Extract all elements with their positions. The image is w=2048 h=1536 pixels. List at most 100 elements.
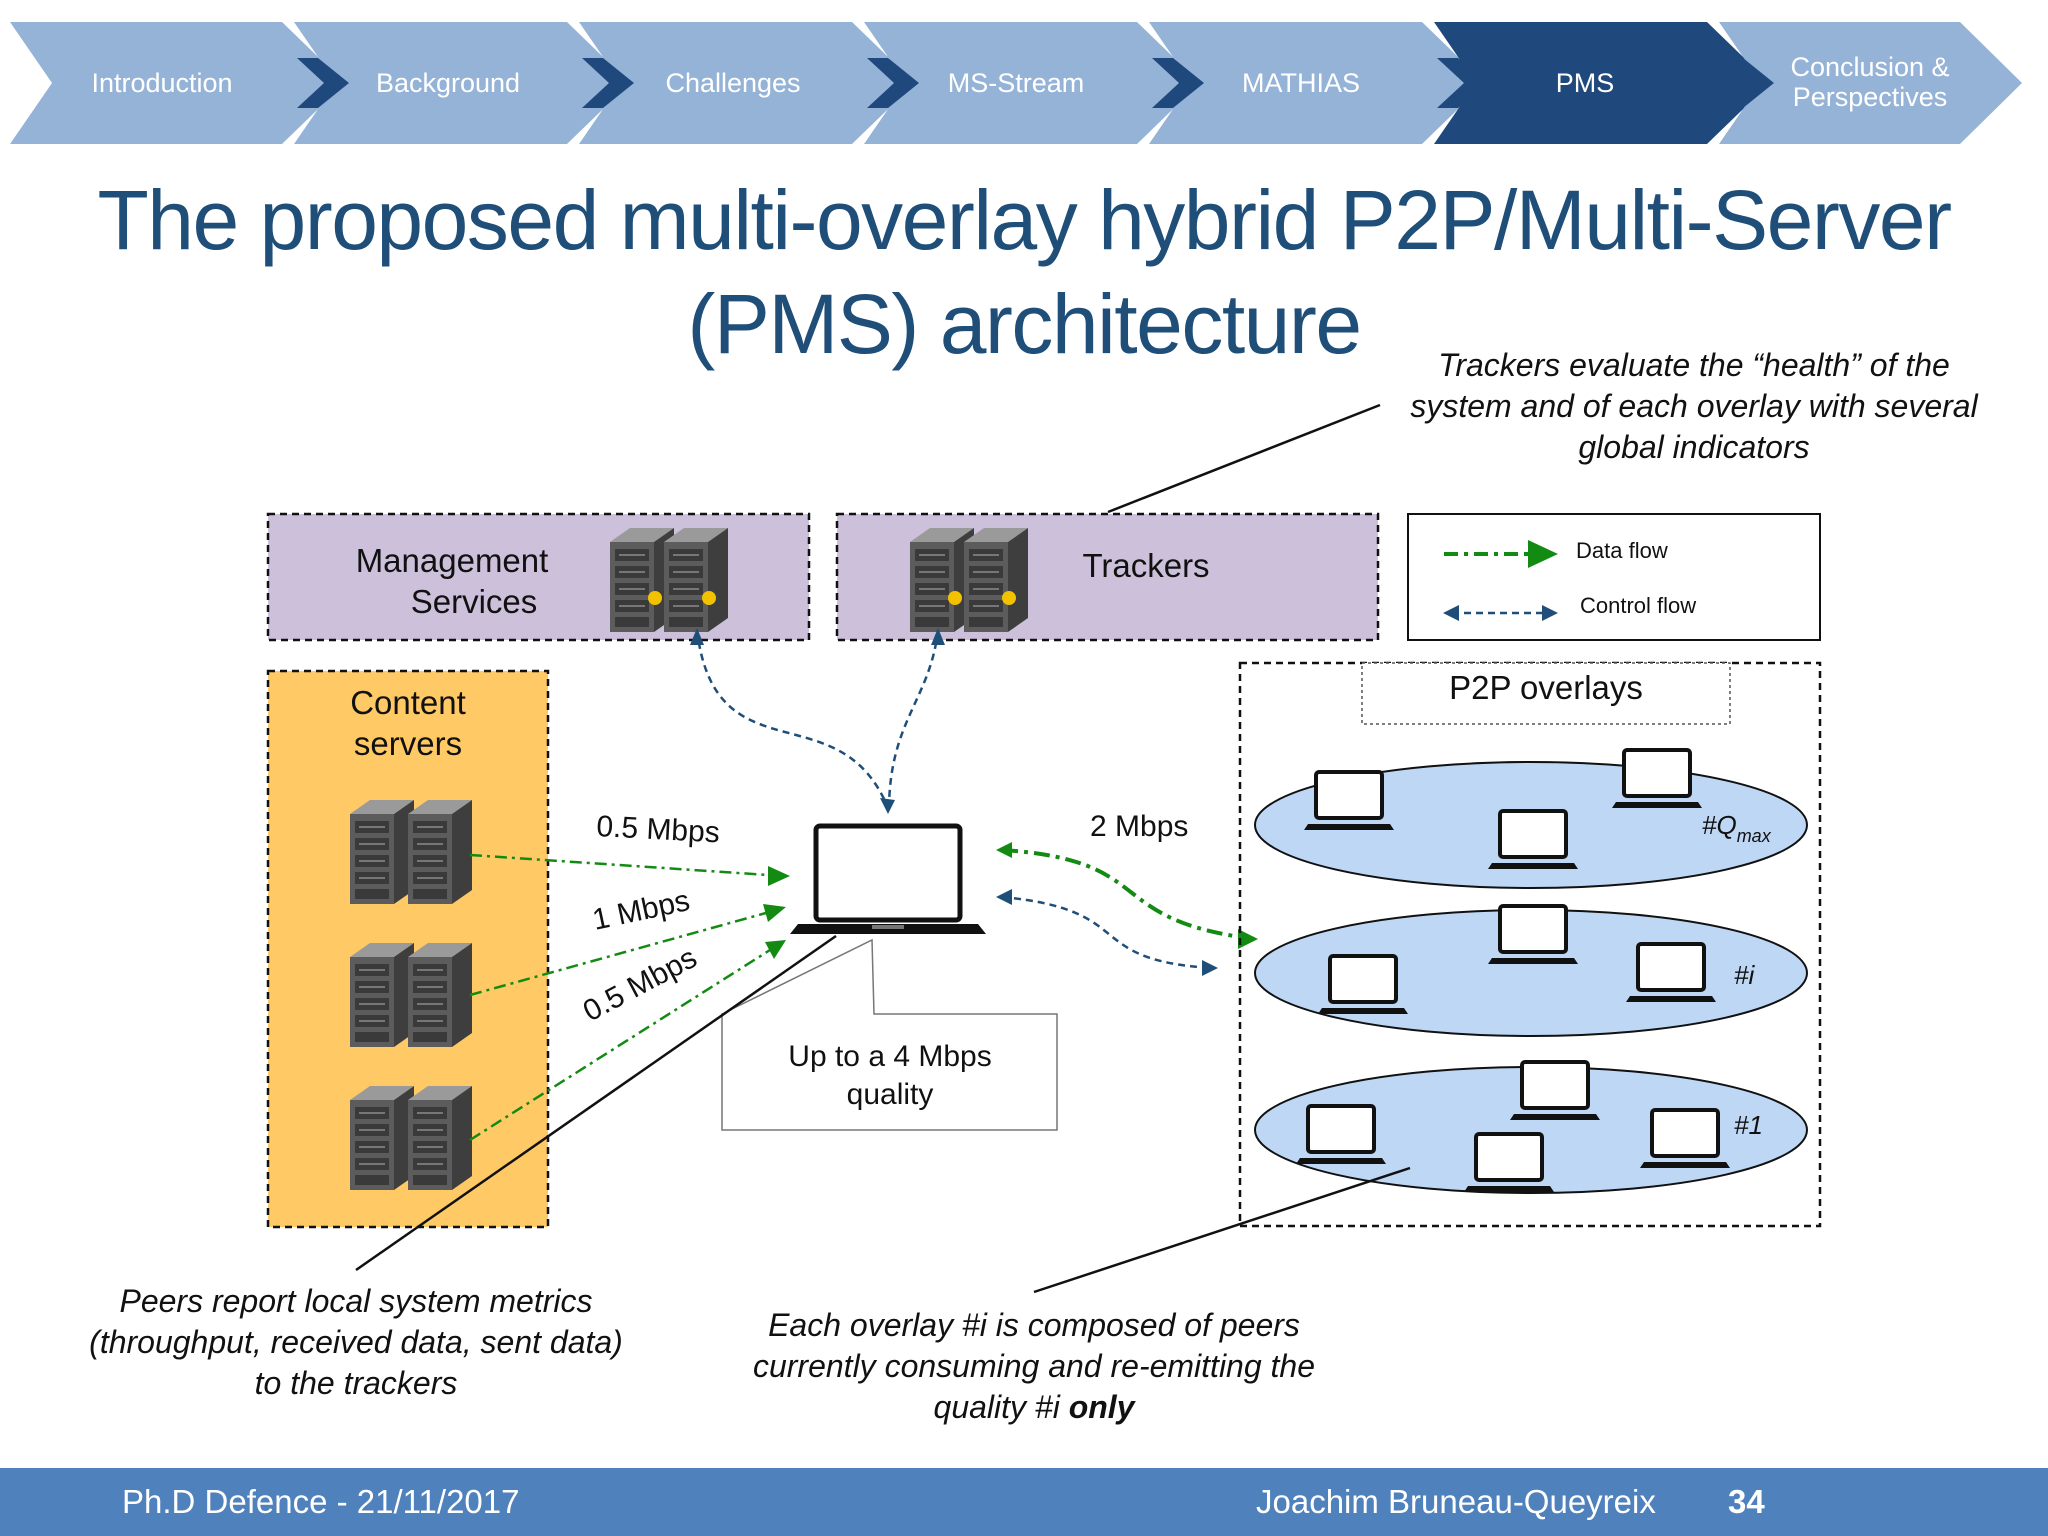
nav-arrow-background[interactable] xyxy=(294,22,630,144)
badge-icon xyxy=(1002,591,1016,605)
control-flow-trackers xyxy=(887,629,940,809)
nav-background-label[interactable]: Background xyxy=(375,68,521,98)
nav-arrows xyxy=(10,22,2022,144)
arrow-icon xyxy=(765,940,786,959)
p2p-overlays-title: P2P overlays xyxy=(1449,669,1643,706)
rate-label-2: 1 Mbps xyxy=(590,884,693,937)
overlay-note-line3-prefix: quality #i xyxy=(934,1389,1069,1425)
overlay-qmax-subscript: max xyxy=(1737,826,1772,846)
tracker-note-line2: system and of each overlay with several xyxy=(1410,388,1978,424)
content-server-icon xyxy=(349,799,415,905)
management-label-line1: Management xyxy=(356,542,549,579)
arrow-icon xyxy=(880,798,895,814)
management-label-line2: Services xyxy=(411,583,538,620)
nav-arrow-challenges[interactable] xyxy=(579,22,915,144)
content-server-icon xyxy=(349,1085,415,1191)
chevron-icon xyxy=(867,58,919,108)
laptop-icon xyxy=(813,823,963,923)
overlay-note-line3-bold: only xyxy=(1069,1389,1137,1425)
tracker-server-icon xyxy=(963,527,1029,633)
content-servers-label-line2: servers xyxy=(354,725,462,762)
quality-callout xyxy=(721,938,1058,1131)
overlay-qmax-label: #Qmax xyxy=(1702,810,1772,846)
overlay-i-label: #i xyxy=(1734,960,1755,990)
title-line1: The proposed multi-overlay hybrid P2P/Mu… xyxy=(97,173,1952,267)
tracker-note: Trackers evaluate the “health” of the sy… xyxy=(1410,347,1978,465)
peers-note-leader xyxy=(355,934,837,1272)
tracker-note-line1: Trackers evaluate the “health” of the xyxy=(1438,347,1950,383)
peers-note-line3: to the trackers xyxy=(255,1365,458,1401)
server-data-flows xyxy=(469,853,790,1142)
nav-arrow-pms[interactable] xyxy=(1434,22,1770,144)
content-server-icon xyxy=(407,942,473,1048)
nav-chevrons xyxy=(297,58,1774,108)
central-peer xyxy=(790,823,986,934)
arrow-icon xyxy=(768,866,790,886)
section-nav: Introduction Background Challenges MS-St… xyxy=(0,0,2048,160)
data-flow-line xyxy=(469,911,767,997)
quality-label-line1: Up to a 4 Mbps xyxy=(788,1040,991,1073)
overlay-qmax-prefix: #Q xyxy=(1702,810,1737,840)
content-server-icon xyxy=(407,799,473,905)
content-server-icon xyxy=(349,942,415,1048)
overlay-1-label: #1 xyxy=(1734,1110,1763,1140)
nav-introduction-label[interactable]: Introduction xyxy=(91,68,233,98)
overlay-note-line1: Each overlay #i is composed of peers xyxy=(768,1307,1300,1343)
rate-label-1: 0.5 Mbps xyxy=(596,810,721,849)
overlay-note-leader xyxy=(1033,1166,1411,1294)
chevron-icon xyxy=(297,58,349,108)
nav-mathias-label[interactable]: MATHIAS xyxy=(1241,68,1360,98)
footer-event: Ph.D Defence - 21/11/2017 xyxy=(122,1483,520,1520)
footer-page-number: 34 xyxy=(1728,1483,1765,1520)
arrow-icon xyxy=(1542,605,1558,621)
nav-arrow-introduction[interactable] xyxy=(10,22,345,144)
peers-note-line2: (throughput, received data, sent data) xyxy=(89,1324,623,1360)
content-servers-label-line1: Content xyxy=(350,684,466,721)
nav-arrow-ms-stream[interactable] xyxy=(864,22,1200,144)
nav-conclusion-label[interactable]: Conclusion & Perspectives xyxy=(1770,52,1970,112)
legend-box xyxy=(1407,513,1821,641)
p2p-overlays-title-box xyxy=(1361,662,1731,725)
nav-arrow-mathias[interactable] xyxy=(1149,22,1485,144)
nav-pms-label[interactable]: PMS xyxy=(1555,68,1615,98)
badge-icon xyxy=(702,591,716,605)
chevron-icon xyxy=(1152,58,1204,108)
chevron-icon xyxy=(1437,58,1489,108)
nav-ms-stream-label[interactable]: MS-Stream xyxy=(947,68,1085,98)
footer-author: Joachim Bruneau-Queyreix xyxy=(1256,1483,1656,1520)
page-title: The proposed multi-overlay hybrid P2P/Mu… xyxy=(0,168,2048,376)
chevron-icon xyxy=(1722,58,1774,108)
overlay-note-line2: currently consuming and re-emitting the xyxy=(753,1348,1315,1384)
chevron-icon xyxy=(582,58,634,108)
laptop-hinge xyxy=(872,925,904,929)
management-server-icon xyxy=(663,527,729,633)
nav-conclusion-line1: Conclusion & xyxy=(1790,52,1950,82)
arrow-icon xyxy=(1238,929,1258,949)
nav-arrow-conclusion[interactable] xyxy=(1719,22,2022,144)
overlay-note-line3: quality #i only xyxy=(934,1389,1137,1425)
arrow-icon xyxy=(996,889,1012,905)
rate-label-3: 0.5 Mbps xyxy=(578,941,702,1028)
arrow-icon xyxy=(690,628,704,645)
arrow-icon xyxy=(1528,540,1558,568)
tracker-note-line3: global indicators xyxy=(1578,429,1809,465)
peers-note-line1: Peers report local system metrics xyxy=(119,1283,592,1319)
footer-bar: Ph.D Defence - 21/11/2017 Joachim Brunea… xyxy=(0,1468,2048,1536)
data-flow-line xyxy=(469,948,771,1142)
peers-note: Peers report local system metrics (throu… xyxy=(89,1283,623,1401)
legend-control-flow-label: Control flow xyxy=(1580,593,1696,618)
arrow-icon xyxy=(1202,960,1218,976)
p2p-control-flow xyxy=(1001,895,1213,970)
quality-label-line2: quality xyxy=(847,1078,934,1111)
title-line2: (PMS) architecture xyxy=(687,277,1362,371)
badge-icon xyxy=(948,591,962,605)
nav-conclusion-line2: Perspectives xyxy=(1792,82,1948,112)
rate-label-p2p: 2 Mbps xyxy=(1090,810,1188,843)
arrow-icon xyxy=(1443,605,1459,621)
arrow-icon xyxy=(996,842,1012,858)
arrow-icon xyxy=(763,904,786,922)
nav-challenges-label[interactable]: Challenges xyxy=(665,68,801,98)
arrow-icon xyxy=(931,628,945,645)
overlay-note: Each overlay #i is composed of peers cur… xyxy=(753,1307,1315,1425)
